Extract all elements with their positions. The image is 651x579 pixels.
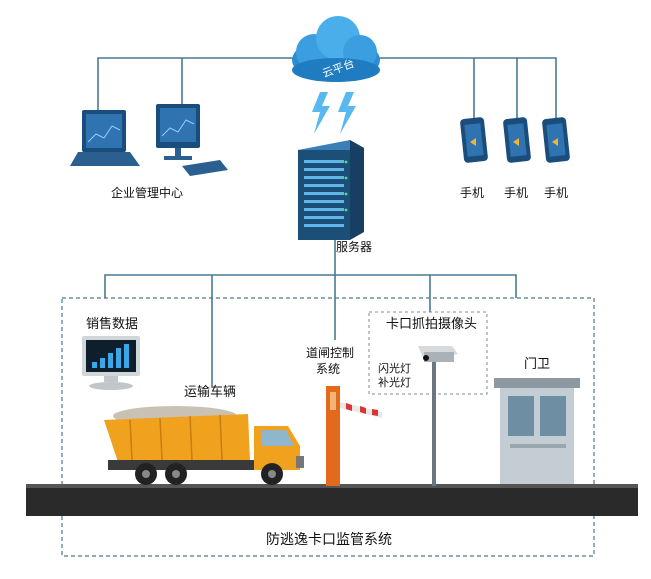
phone-label: 手机 <box>544 186 569 200</box>
barrier-gate-icon <box>326 386 382 486</box>
lightning-icon <box>312 92 356 134</box>
barrier-label-line2: 系统 <box>316 362 341 376</box>
camera-label: 卡口抓拍摄像头 <box>386 317 478 332</box>
camera-group-boundary <box>368 311 488 395</box>
enterprise-label: 企业管理中心 <box>111 186 184 200</box>
server-label: 服务器 <box>336 240 373 254</box>
phone-label: 手机 <box>460 186 485 200</box>
dump-truck-icon <box>104 406 304 485</box>
smartphone-icon <box>503 117 531 163</box>
bar-chart-monitor-icon <box>82 336 140 390</box>
barrier-label-line1: 道闸控制 <box>306 346 355 360</box>
server-rack-icon <box>298 140 364 240</box>
fill-light-label: 补光灯 <box>378 376 411 389</box>
guard-booth-icon <box>494 378 580 484</box>
smartphone-icon <box>542 117 570 163</box>
smartphone-icon <box>460 117 488 163</box>
cloud-icon <box>292 16 380 82</box>
system-boundary <box>61 297 595 557</box>
truck-label: 运输车辆 <box>184 385 237 400</box>
desktop-icon <box>156 104 228 176</box>
system-label: 防逃逸卡口监管系统 <box>266 532 392 548</box>
sales-label: 销售数据 <box>86 317 139 332</box>
road <box>26 486 638 516</box>
guard-label: 门卫 <box>524 357 551 372</box>
laptop-icon <box>70 110 140 166</box>
cctv-camera-icon <box>418 346 458 486</box>
connection-lines <box>97 57 557 386</box>
phone-label: 手机 <box>504 186 529 200</box>
flash-light-label: 闪光灯 <box>378 362 411 375</box>
